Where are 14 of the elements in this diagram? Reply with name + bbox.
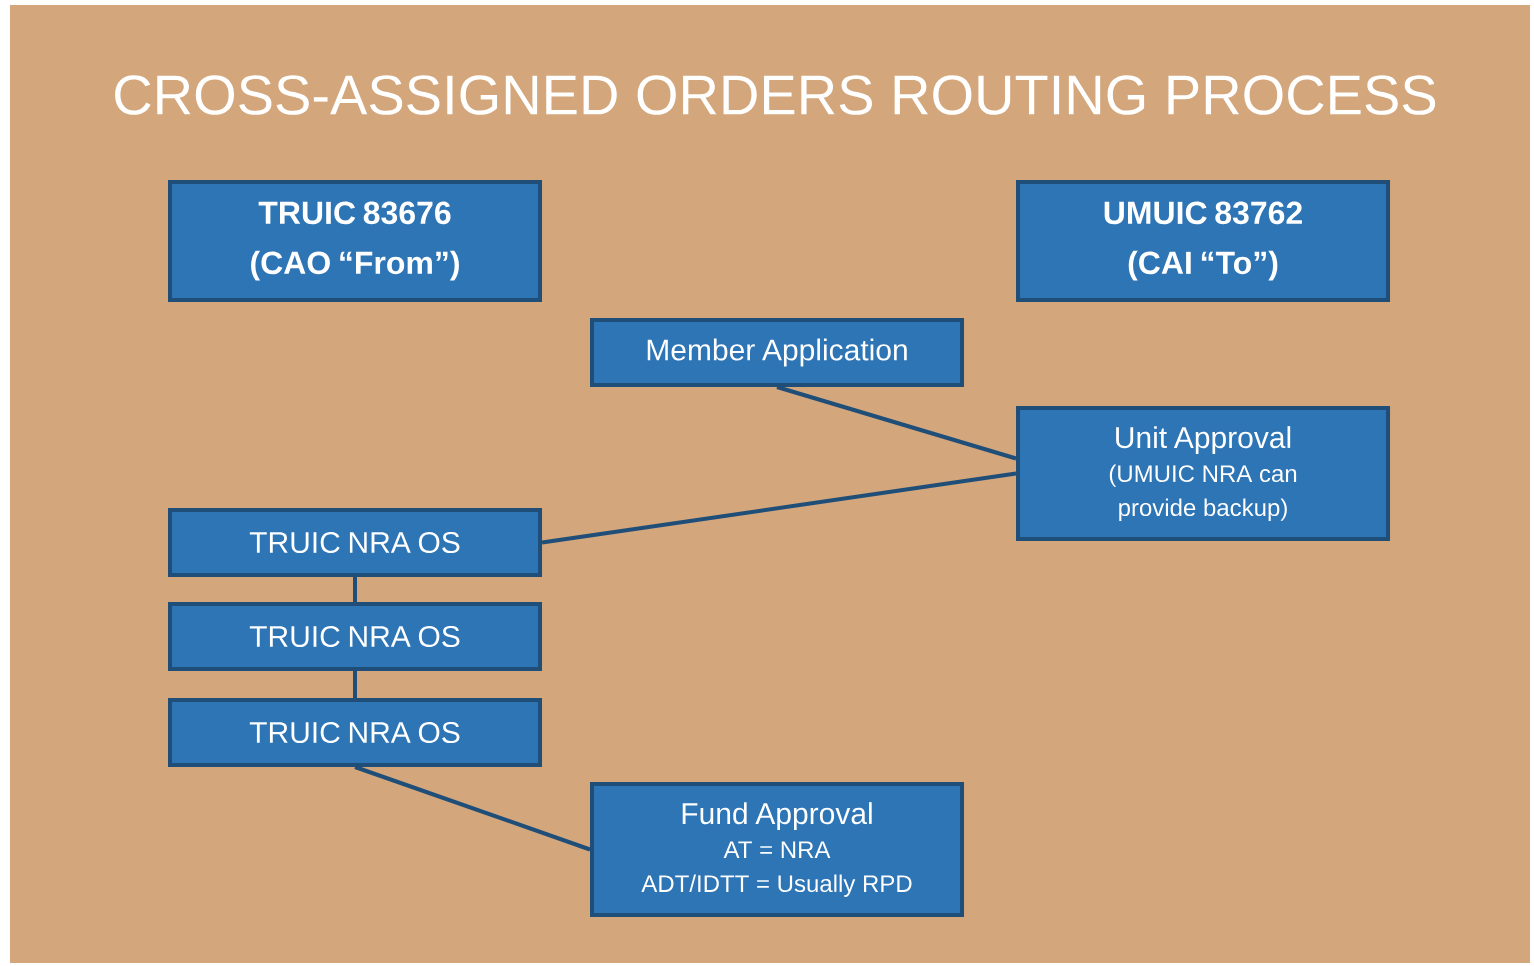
- process-box: Unit Approval (UMUIC NRA can provide backup): [1016, 406, 1390, 541]
- process-box: TRUIC NRA OS: [168, 508, 542, 577]
- connector-line: [353, 577, 357, 602]
- process-box: TRUIC 83676 (CAO “From”): [168, 180, 542, 302]
- connector-line: [353, 671, 357, 698]
- process-box: UMUIC 83762 (CAI “To”): [1016, 180, 1390, 302]
- connector-line: [776, 385, 1017, 461]
- connector-line: [541, 471, 1017, 545]
- title: CROSS-ASSIGNED ORDERS ROUTING PROCESS: [115, 75, 1436, 115]
- process-box: Fund Approval AT = NRA ADT/IDTT = Usually RPD: [590, 782, 964, 917]
- process-box: Member Application: [590, 318, 964, 387]
- process-box: TRUIC NRA OS: [168, 698, 542, 767]
- connector-line: [354, 765, 591, 852]
- process-box: TRUIC NRA OS: [168, 602, 542, 671]
